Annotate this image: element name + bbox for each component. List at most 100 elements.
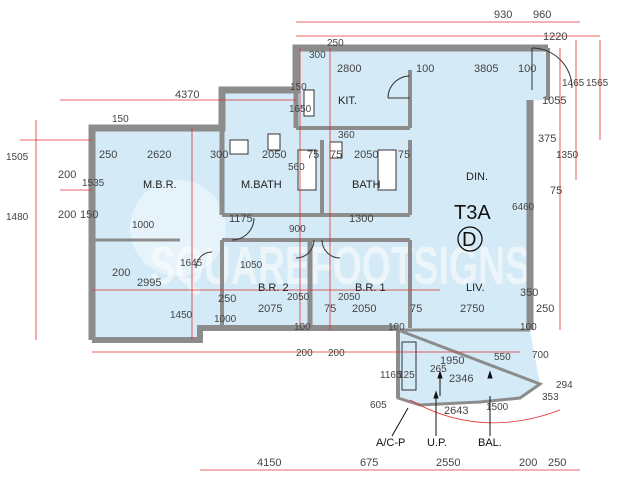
room-liv: LIV.	[466, 282, 485, 294]
dim-100c: 100	[294, 322, 311, 333]
room-mbr: M.B.R.	[143, 179, 177, 191]
dim-375: 375	[538, 133, 556, 145]
dim-100e: 100	[520, 322, 537, 333]
dim-2550: 2550	[436, 457, 460, 469]
doors	[195, 47, 573, 269]
dim-2620: 2620	[147, 149, 171, 161]
dim-1500: 1500	[486, 402, 509, 413]
dim-2800: 2800	[337, 63, 361, 75]
dim-1645: 1645	[180, 258, 203, 269]
dim-200e: 200	[328, 348, 345, 359]
dim-125: 125	[398, 370, 415, 381]
dim-150a: 150	[290, 82, 307, 93]
dim-75d: 75	[550, 185, 562, 197]
dim-100a: 100	[416, 63, 434, 75]
unit-type: T3A	[454, 202, 491, 224]
dim-75e: 75	[324, 303, 336, 315]
dim-1505: 1505	[6, 152, 29, 163]
dim-2050c: 2050	[287, 292, 310, 303]
unit-badge: T3A D	[454, 202, 491, 252]
dim-100b: 100	[518, 63, 536, 75]
dim-200a: 200	[58, 169, 76, 181]
dim-250d: 250	[536, 303, 554, 315]
dim-1350: 1350	[556, 150, 579, 161]
fixtures	[229, 89, 417, 391]
dim-1480: 1480	[6, 212, 29, 223]
dimension-lines	[20, 21, 601, 471]
dimension-texts: 930 960 1220 250 300 2800 100 3805 100 1…	[6, 9, 609, 469]
dim-1050: 1050	[240, 260, 263, 271]
label-acp: A/C-P	[376, 437, 405, 449]
dim-1950: 1950	[440, 355, 464, 367]
dim-1535: 1535	[82, 178, 105, 189]
dim-960: 960	[533, 9, 551, 21]
dim-250c: 250	[218, 293, 236, 305]
dim-2075: 2075	[258, 303, 282, 315]
dim-200c: 200	[112, 267, 130, 279]
dim-1055: 1055	[542, 95, 566, 107]
dim-560: 560	[288, 162, 305, 173]
dim-250a: 250	[327, 38, 344, 49]
label-up: U.P.	[427, 437, 447, 449]
room-br2: B.R. 2	[258, 282, 289, 294]
dim-2643: 2643	[444, 405, 468, 417]
dim-2750: 2750	[460, 303, 484, 315]
dim-2995: 2995	[137, 277, 161, 289]
dim-1565: 1565	[586, 78, 609, 89]
dim-2050e: 2050	[352, 303, 376, 315]
dim-930: 930	[494, 9, 512, 21]
dim-200b: 200	[58, 209, 76, 221]
dim-1000b: 1000	[214, 314, 237, 325]
room-bath: BATH	[352, 179, 381, 191]
dim-75b: 75	[330, 149, 342, 161]
dim-150b: 150	[112, 114, 129, 125]
dim-6460: 6460	[512, 202, 535, 213]
dim-75f: 75	[410, 303, 422, 315]
room-mbath: M.BATH	[241, 179, 282, 191]
dim-3805: 3805	[474, 63, 498, 75]
dim-2050d: 2050	[338, 292, 361, 303]
dim-294: 294	[556, 380, 573, 391]
dim-1165: 1165	[380, 370, 402, 381]
dim-900: 900	[289, 224, 306, 235]
dim-675: 675	[360, 457, 378, 469]
room-kit: KIT.	[338, 95, 357, 107]
walls	[88, 44, 550, 407]
dim-300b: 300	[210, 149, 228, 161]
dim-100d: 100	[388, 322, 405, 333]
dim-4150: 4150	[257, 457, 281, 469]
dim-360: 360	[338, 130, 355, 141]
dim-2050b: 2050	[354, 149, 378, 161]
dim-1300: 1300	[349, 213, 373, 225]
dim-265: 265	[430, 364, 447, 375]
flat-letter: D	[462, 229, 476, 251]
dim-200f: 200	[519, 457, 537, 469]
dim-550: 550	[494, 352, 511, 363]
dim-250b: 250	[99, 149, 117, 161]
dim-1000a: 1000	[132, 220, 155, 231]
dim-2346: 2346	[449, 373, 473, 385]
dim-75c: 75	[398, 149, 410, 161]
dim-2050a: 2050	[262, 149, 286, 161]
room-din: DIN.	[466, 171, 488, 183]
dim-150c: 150	[80, 209, 98, 221]
dim-605: 605	[370, 400, 387, 411]
label-bal: BAL.	[478, 437, 502, 449]
dim-1220: 1220	[543, 31, 567, 43]
dim-350: 350	[520, 287, 538, 299]
watermark: SQUAREFOOTSIGNS	[130, 180, 530, 296]
dim-1175: 1175	[229, 213, 253, 225]
dim-1450: 1450	[170, 310, 193, 321]
dim-4370: 4370	[175, 89, 199, 101]
dim-200d: 200	[296, 348, 313, 359]
dim-1650: 1650	[289, 104, 312, 115]
dim-250e: 250	[548, 457, 566, 469]
svg-text:SQUAREFOOTSIGNS: SQUAREFOOTSIGNS	[150, 236, 530, 296]
room-br1: B.R. 1	[355, 282, 386, 294]
room-labels: KIT. DIN. M.B.R. M.BATH BATH B.R. 2 B.R.…	[143, 95, 488, 294]
dim-300a: 300	[309, 50, 326, 61]
dim-700: 700	[532, 350, 549, 361]
dim-353: 353	[542, 392, 559, 403]
dim-75a: 75	[307, 149, 319, 161]
